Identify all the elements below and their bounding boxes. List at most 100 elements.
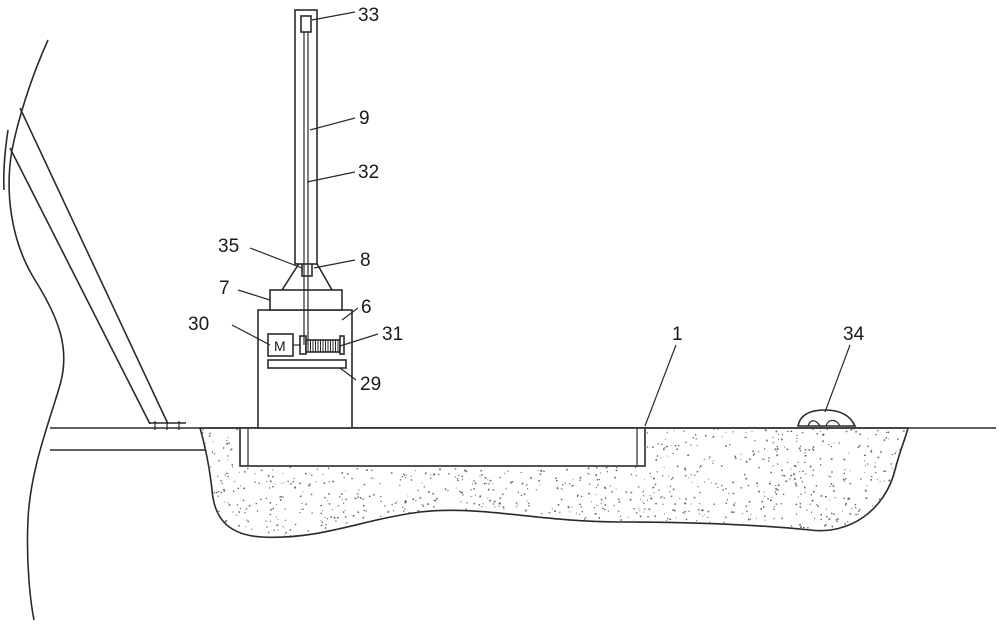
soil-dot <box>355 498 357 500</box>
soil-dot <box>823 524 826 527</box>
soil-dot <box>311 512 313 514</box>
soil-dot <box>488 482 490 485</box>
soil-dot <box>285 531 287 534</box>
soil-dot <box>232 490 235 493</box>
soil-dot <box>515 502 518 504</box>
soil-dot <box>201 432 204 434</box>
soil-dot <box>879 481 881 483</box>
soil-dot <box>707 516 709 519</box>
soil-dot <box>254 473 256 475</box>
soil-dot <box>633 507 635 510</box>
soil-dot <box>684 467 686 470</box>
soil-dot <box>838 442 841 444</box>
soil-dot <box>675 517 677 519</box>
soil-dot <box>829 485 831 488</box>
soil-dot <box>833 489 836 492</box>
soil-dot <box>799 471 801 473</box>
soil-dot <box>222 488 225 491</box>
soil-dot <box>489 499 491 502</box>
soil-dot <box>309 473 311 475</box>
soil-dot <box>535 489 537 491</box>
soil-dot <box>528 502 530 505</box>
soil-dot <box>299 482 302 485</box>
soil-dot <box>663 513 666 515</box>
soil-dot <box>379 495 382 498</box>
soil-dot <box>662 503 664 505</box>
soil-dot <box>831 471 833 473</box>
soil-dot <box>282 526 284 528</box>
soil-dot <box>598 516 601 519</box>
soil-dot <box>290 483 292 485</box>
motor-label: M <box>274 338 286 354</box>
soil-dot <box>708 478 710 480</box>
soil-dot <box>783 474 786 477</box>
soil-dot <box>786 461 789 464</box>
soil-dot <box>642 495 645 497</box>
soil-dot <box>781 433 784 436</box>
soil-dot <box>478 504 481 506</box>
soil-dot <box>611 490 613 493</box>
soil-dot <box>587 467 590 470</box>
soil-dot <box>328 503 331 505</box>
soil-dot <box>820 513 823 516</box>
soil-dot <box>579 513 581 515</box>
soil-dot <box>893 469 895 472</box>
soil-dot <box>226 442 229 445</box>
soil-dot <box>679 497 681 500</box>
soil-dot <box>776 488 779 491</box>
soil-dot <box>540 470 542 472</box>
soil-dot <box>799 502 801 504</box>
soil-dot <box>617 498 620 501</box>
soil-dot <box>530 476 532 479</box>
soil-dot <box>773 506 775 508</box>
soil-dot <box>499 497 502 500</box>
soil-dot <box>666 455 668 457</box>
soil-dot <box>715 482 717 485</box>
soil-dot <box>734 457 737 460</box>
soil-dot <box>379 482 381 485</box>
soil-dot <box>657 443 659 445</box>
soil-dot <box>417 489 419 492</box>
soil-dot <box>784 446 786 448</box>
soil-dot <box>809 503 811 505</box>
soil-dot <box>666 445 668 448</box>
soil-dot <box>756 517 758 519</box>
soil-dot <box>248 504 251 507</box>
soil-dot <box>526 500 528 502</box>
soil-dot <box>572 479 574 481</box>
soil-dot <box>559 511 561 513</box>
soil-dot <box>857 513 859 515</box>
soil-dot <box>751 431 753 433</box>
soil-dot <box>282 496 284 498</box>
soil-dot <box>886 431 888 434</box>
soil-dot <box>507 470 509 472</box>
soil-dot <box>362 498 364 500</box>
soil-dot <box>515 506 517 508</box>
soil-dot <box>461 479 464 481</box>
soil-dot <box>344 509 346 512</box>
soil-dot <box>733 504 735 507</box>
soil-dot <box>864 465 867 467</box>
soil-dot <box>712 435 715 438</box>
soil-dot <box>266 481 268 483</box>
soil-dot <box>399 484 401 487</box>
soil-dot <box>235 514 237 516</box>
soil-dot <box>584 517 587 519</box>
label-31: 31 <box>382 324 403 345</box>
soil-dot <box>230 448 233 450</box>
soil-dot <box>247 520 250 523</box>
soil-dot <box>213 453 216 455</box>
soil-dot <box>859 433 861 435</box>
soil-dot <box>212 441 214 443</box>
soil-dot <box>757 485 759 487</box>
soil-dot <box>810 528 812 531</box>
soil-dot <box>289 529 292 531</box>
soil-dot <box>865 497 868 500</box>
soil-dot <box>277 518 279 520</box>
soil-dot <box>239 485 242 487</box>
soil-dot <box>486 497 488 499</box>
soil-dot <box>834 496 836 499</box>
soil-dot <box>583 518 586 520</box>
soil-dot <box>239 507 242 510</box>
soil-dot <box>752 450 755 453</box>
